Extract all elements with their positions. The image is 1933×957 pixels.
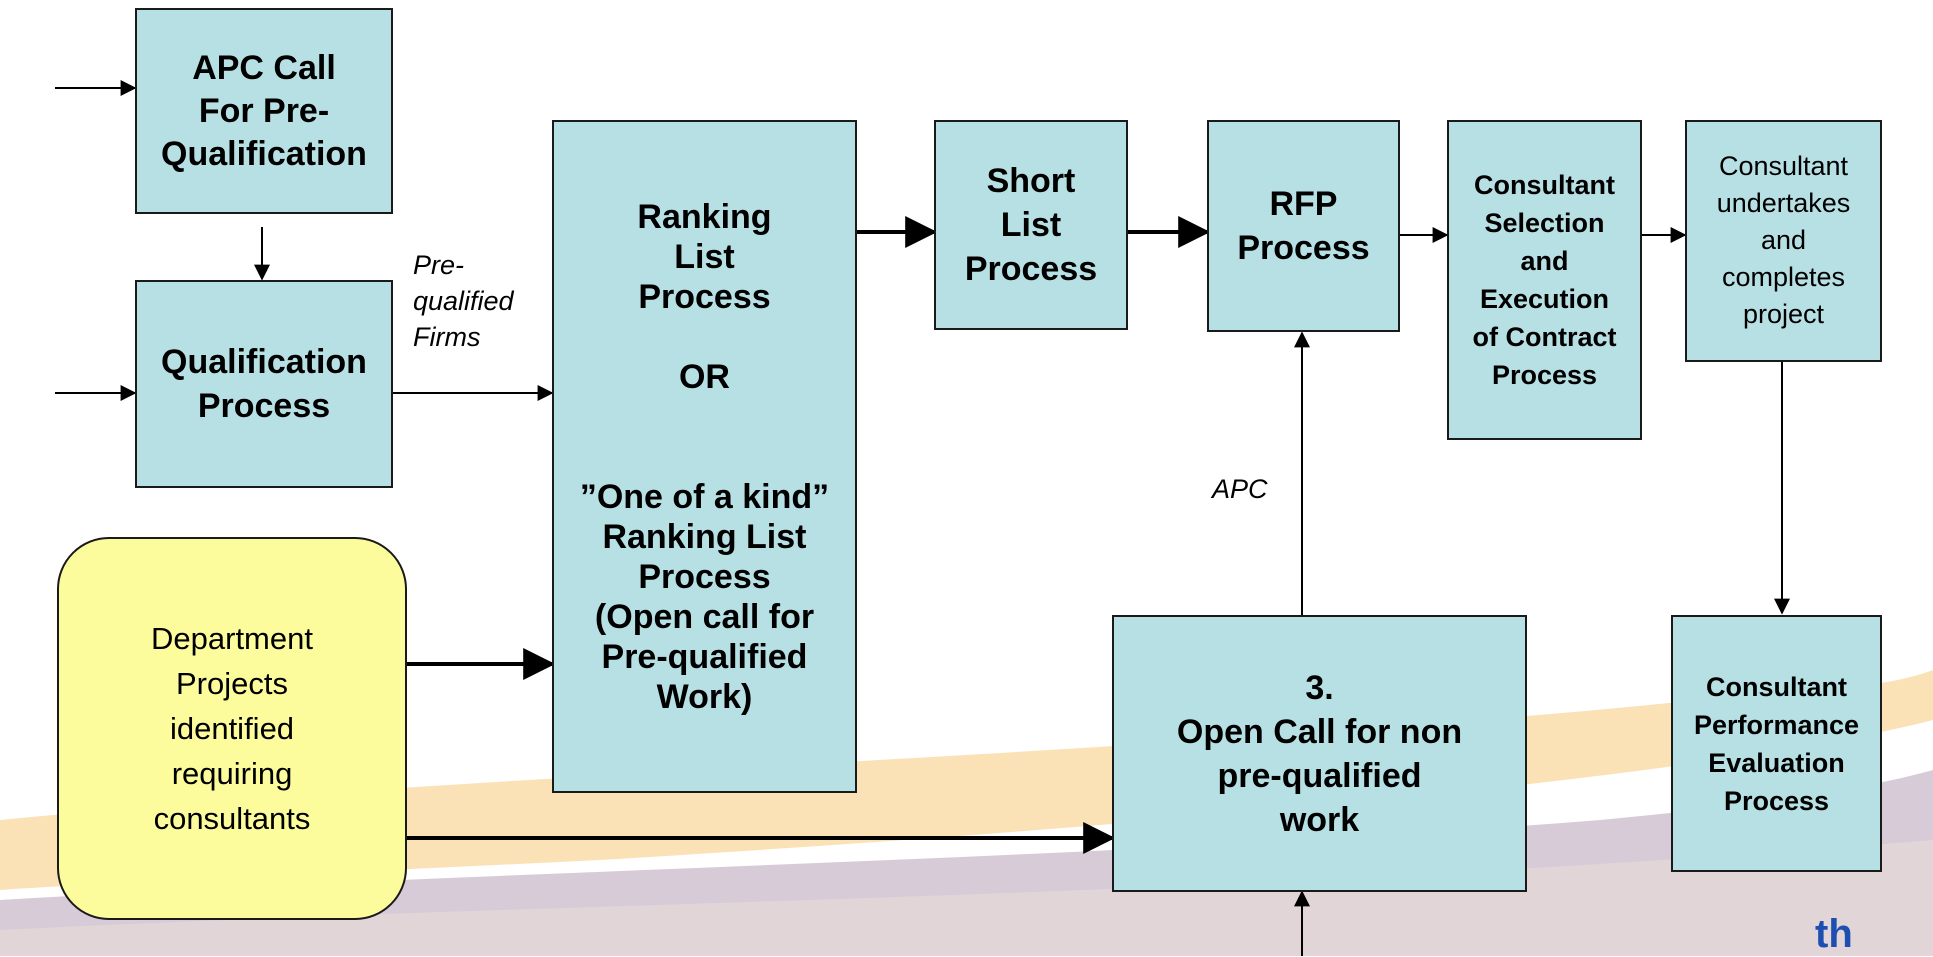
logo-fragment-icon: th: [1815, 912, 1853, 956]
consultant-selection-node: Consultant Selection and Execution of Co…: [1447, 120, 1642, 440]
qualification-node: Qualification Process: [135, 280, 393, 488]
department-projects-node: Department Projects identified requiring…: [57, 537, 407, 920]
apc-call-node: APC Call For Pre- Qualification: [135, 8, 393, 214]
performance-evaluation-label: Consultant Performance Evaluation Proces…: [1693, 671, 1860, 816]
performance-evaluation-node: Consultant Performance Evaluation Proces…: [1671, 615, 1882, 872]
rfp-node: RFP Process: [1207, 120, 1400, 332]
ranking-list-label: Ranking List Process OR ”One of a kind” …: [579, 197, 830, 716]
ranking-list-node: Ranking List Process OR ”One of a kind” …: [552, 120, 857, 793]
consultant-selection-label: Consultant Selection and Execution of Co…: [1472, 170, 1617, 390]
consultant-undertakes-label: Consultant undertakes and completes proj…: [1716, 151, 1851, 329]
consultant-undertakes-node: Consultant undertakes and completes proj…: [1685, 120, 1882, 362]
qualification-label: Qualification Process: [161, 343, 367, 425]
open-call-node: 3. Open Call for non pre-qualified work: [1112, 615, 1527, 892]
swoosh-light-band: [0, 840, 1933, 956]
short-list-node: Short List Process: [934, 120, 1128, 330]
open-call-label: 3. Open Call for non pre-qualified work: [1176, 668, 1463, 839]
rfp-label: RFP Process: [1237, 185, 1370, 267]
department-projects-label: Department Projects identified requiring…: [151, 621, 313, 836]
short-list-label: Short List Process: [964, 162, 1098, 288]
apc-call-label: APC Call For Pre- Qualification: [161, 48, 367, 173]
prequalified-firms-label: Pre- qualified Firms: [413, 250, 514, 352]
apc-edge-label: APC: [1212, 474, 1268, 504]
